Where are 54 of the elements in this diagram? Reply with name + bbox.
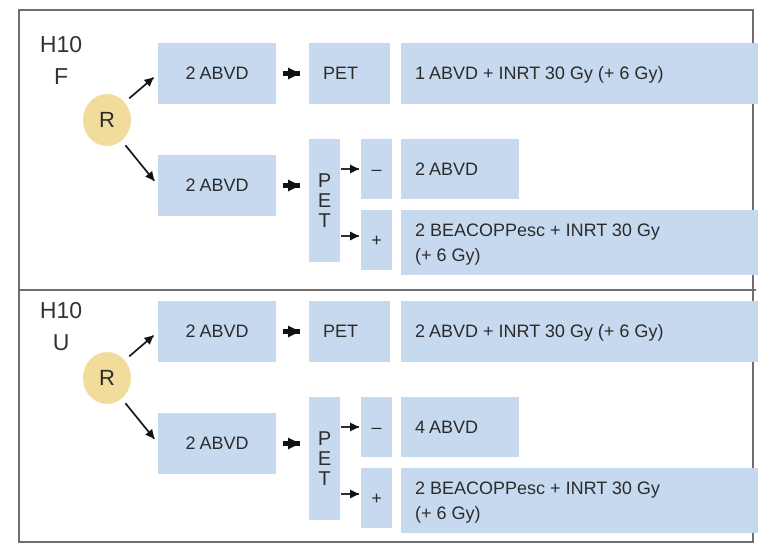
node-text: PET [323, 62, 358, 86]
treatment-box [401, 139, 519, 199]
treatment-box [401, 301, 758, 362]
node-text: PET [318, 170, 332, 230]
treatment-box [361, 397, 392, 457]
node-text: 2 ABVD [185, 320, 249, 344]
node-text: 2 ABVD [185, 174, 249, 198]
node-text: 2 ABVD + INRT 30 Gy (+ 6 Gy) [415, 320, 664, 344]
arm-label: H10 U [38, 296, 84, 358]
randomization-circle [83, 94, 131, 146]
treatment-box [309, 139, 340, 262]
node-text: – [371, 158, 382, 181]
treatment-box [361, 468, 392, 528]
treatment-box [401, 210, 758, 275]
node-text: PET [323, 320, 358, 344]
arrow [124, 402, 156, 440]
treatment-box [158, 43, 276, 104]
node-text: 2 ABVD [415, 158, 478, 181]
arrow [283, 326, 300, 338]
arrow [341, 164, 359, 174]
arrow [341, 232, 359, 240]
node-text: R [99, 365, 115, 391]
treatment-box [309, 301, 390, 362]
treatment-box [158, 413, 276, 474]
node-text: 1 ABVD + INRT 30 Gy (+ 6 Gy) [415, 62, 664, 86]
treatment-box [401, 397, 519, 457]
node-text: PET [318, 428, 332, 488]
treatment-box [361, 210, 392, 270]
arrow [124, 144, 156, 182]
arrow [341, 422, 359, 432]
treatment-box [309, 43, 390, 104]
node-text: R [99, 107, 115, 133]
arrow [283, 68, 300, 80]
node-text: + [371, 228, 382, 252]
treatment-box [158, 155, 276, 216]
node-text: 2 BEACOPPesc + INRT 30 Gy (+ 6 Gy) [415, 219, 661, 267]
treatment-box [361, 139, 392, 199]
treatment-box [309, 397, 340, 520]
treatment-box [401, 468, 758, 533]
node-text: – [371, 416, 382, 439]
node-text: 2 ABVD [185, 62, 249, 86]
node-text: 4 ABVD [415, 416, 478, 439]
arm-label: H10 F [38, 30, 84, 92]
treatment-box [401, 43, 758, 104]
treatment-box [158, 301, 276, 362]
arrow [128, 76, 154, 100]
arrow [283, 438, 300, 450]
node-text: + [371, 486, 382, 510]
randomization-circle [83, 352, 131, 404]
arrow [341, 490, 359, 498]
node-text: 2 BEACOPPesc + INRT 30 Gy (+ 6 Gy) [415, 477, 661, 525]
node-text: 2 ABVD [185, 432, 249, 456]
arrow [283, 180, 300, 192]
arrow [128, 334, 154, 358]
